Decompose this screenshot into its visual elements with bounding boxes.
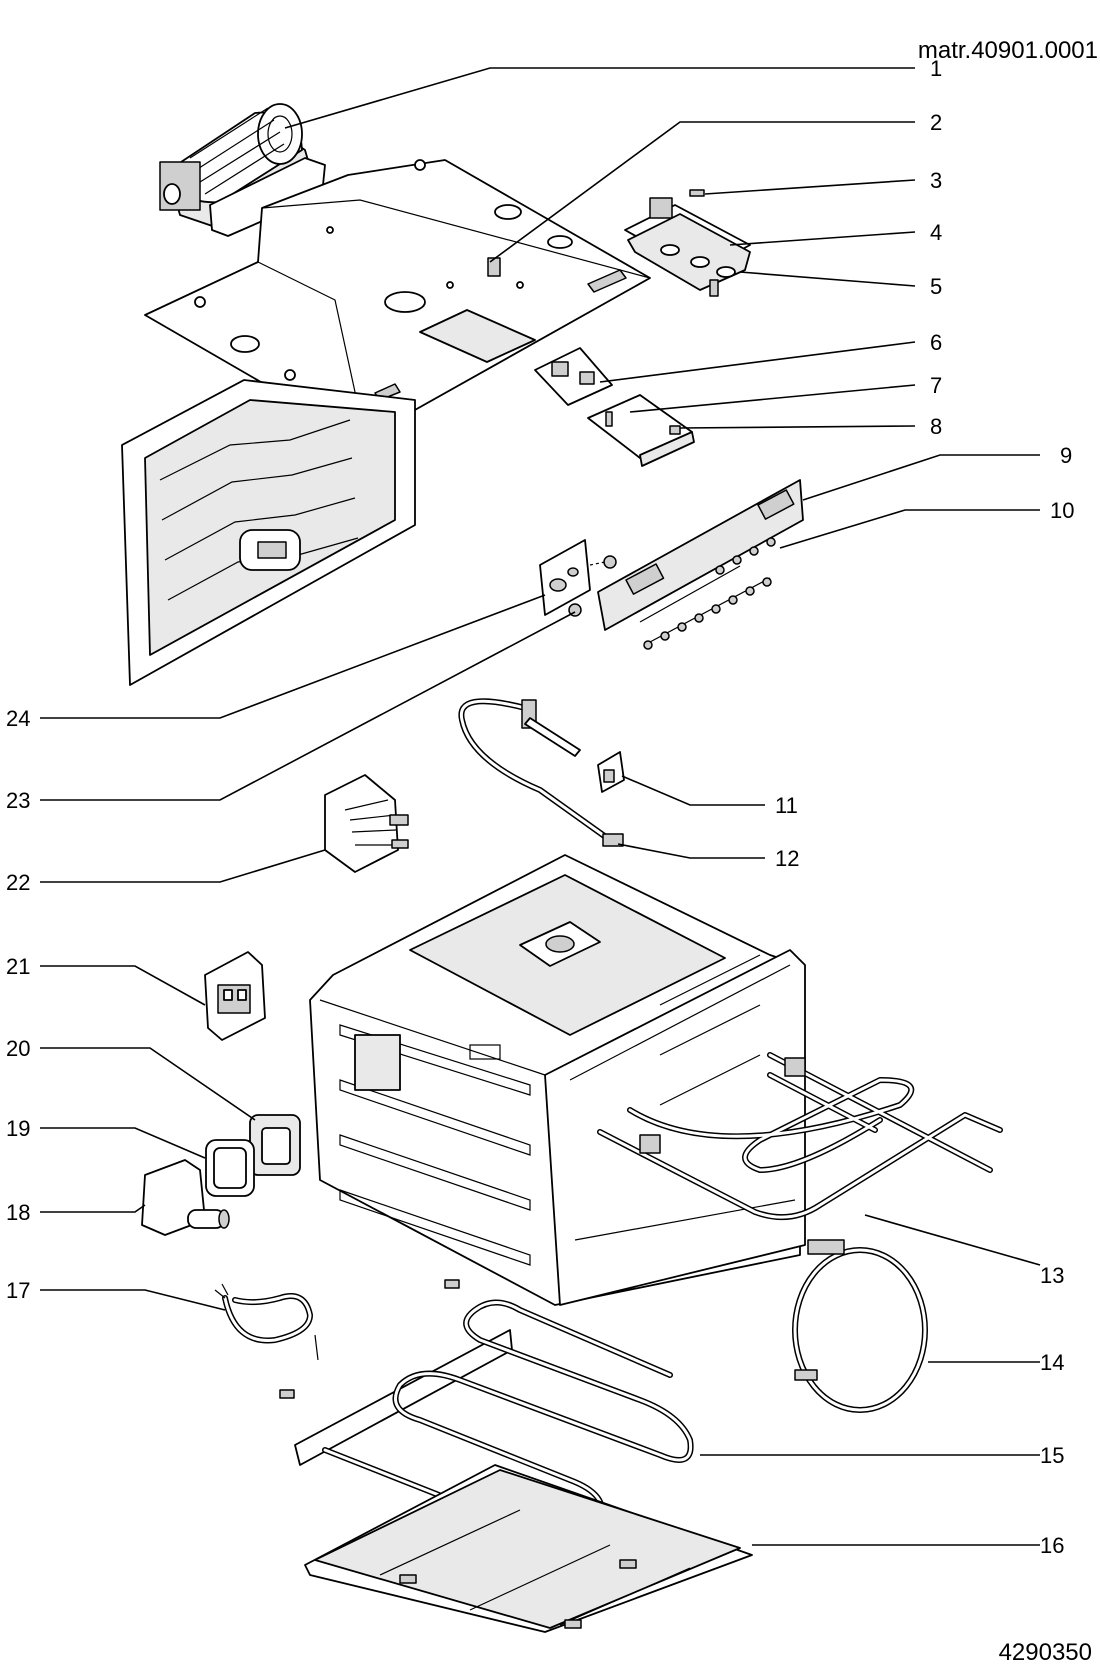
callout-9: 9 (1060, 443, 1072, 468)
callout-3: 3 (930, 168, 942, 193)
callout-8: 8 (930, 414, 942, 439)
callout-19: 19 (6, 1116, 30, 1141)
callout-2: 2 (930, 110, 942, 135)
callout-10: 10 (1050, 498, 1074, 523)
cooling-plate (144, 159, 651, 439)
convection-fan-motor (324, 774, 409, 873)
grill-element (597, 1052, 1003, 1221)
callout-17: 17 (6, 1278, 30, 1303)
callout-4: 4 (930, 220, 942, 245)
callout-labels: 1 2 3 4 5 6 7 8 9 10 11 12 13 14 15 16 1… (6, 56, 1074, 1558)
callout-15: 15 (1040, 1443, 1064, 1468)
control-board-lower (534, 347, 695, 467)
callout-11: 11 (775, 793, 798, 818)
callout-22: 22 (6, 870, 30, 895)
callout-5: 5 (930, 274, 942, 299)
callout-12: 12 (775, 846, 799, 871)
probe-sensor (458, 698, 625, 847)
part-list-code: 4290350 (999, 1639, 1092, 1666)
callout-14: 14 (1040, 1350, 1064, 1375)
small-board (539, 539, 617, 617)
callout-23: 23 (6, 788, 30, 813)
callout-24: 24 (6, 706, 30, 731)
callout-13: 13 (1040, 1263, 1064, 1288)
display-panel (597, 479, 804, 650)
control-board-upper (624, 189, 751, 297)
oven-cavity (309, 854, 806, 1306)
callout-1: 1 (930, 56, 942, 81)
leader-lines (40, 67, 1041, 1546)
drawing-code: matr.40901.0001 (918, 37, 1098, 64)
oven-door-panel (121, 379, 416, 686)
callout-16: 16 (1040, 1533, 1064, 1558)
power-cable (214, 1283, 319, 1361)
ring-element (792, 1239, 928, 1413)
callout-6: 6 (930, 330, 942, 355)
lamp-assembly (141, 1114, 301, 1236)
callout-21: 21 (6, 954, 30, 979)
terminal-block (204, 951, 266, 1041)
callout-18: 18 (6, 1200, 30, 1225)
callout-7: 7 (930, 373, 942, 398)
bottom-tray (304, 1464, 753, 1633)
callout-20: 20 (6, 1036, 30, 1061)
